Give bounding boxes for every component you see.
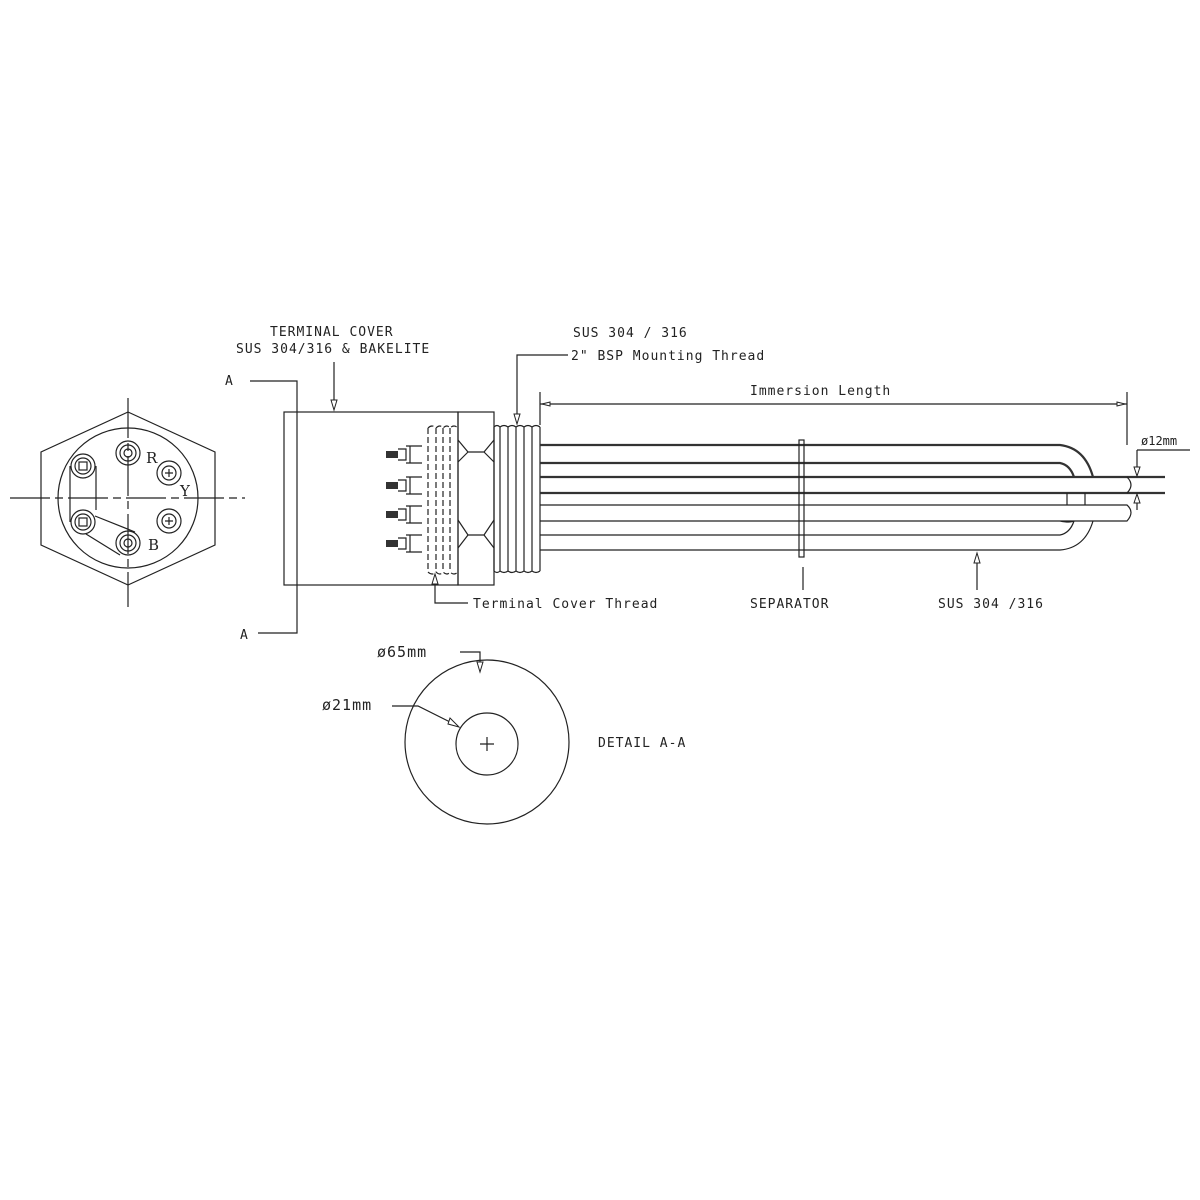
section-mark-bottom: A bbox=[240, 628, 249, 643]
terminal-stud bbox=[156, 460, 182, 486]
terminal-stud bbox=[115, 440, 141, 466]
mounting-thread bbox=[493, 424, 541, 574]
outer-diameter-label: ø65mm bbox=[377, 643, 427, 661]
terminal-cover-label: TERMINAL COVER bbox=[270, 325, 394, 340]
section-mark-top: A bbox=[225, 374, 234, 389]
heating-tubes bbox=[540, 443, 1165, 551]
terminal-bolts bbox=[386, 445, 422, 553]
end-view: R Y B bbox=[10, 398, 245, 607]
detail-outer-circle bbox=[404, 659, 570, 825]
tube-material-label: SUS 304 /316 bbox=[938, 597, 1044, 612]
terminal-studs bbox=[69, 440, 182, 556]
detail-inner-circle bbox=[455, 712, 519, 776]
bridge-links bbox=[69, 466, 136, 556]
detail-title: DETAIL A-A bbox=[598, 736, 686, 751]
terminal-cover bbox=[283, 411, 459, 586]
terminal-label-y: Y bbox=[179, 482, 191, 500]
terminal-stud bbox=[156, 508, 182, 534]
immersion-length-label: Immersion Length bbox=[750, 384, 891, 399]
terminal-stud bbox=[70, 509, 96, 535]
terminal-label-b: B bbox=[148, 536, 160, 554]
terminal-stud bbox=[70, 453, 96, 479]
hex-nut bbox=[457, 411, 495, 586]
terminal-cover-thread bbox=[427, 425, 459, 575]
flange-material-label: SUS 304 / 316 bbox=[573, 326, 688, 341]
tube-diameter-label: ø12mm bbox=[1141, 434, 1177, 448]
detail-a-a: ø65mm ø21mm DETAIL A-A bbox=[322, 643, 686, 825]
side-view bbox=[283, 411, 1165, 586]
inner-diameter-label: ø21mm bbox=[322, 696, 372, 714]
separator-label: SEPARATOR bbox=[750, 597, 829, 612]
section-line: A A bbox=[225, 374, 298, 643]
terminal-stud bbox=[115, 530, 141, 556]
terminal-cover-material-label: SUS 304/316 & BAKELITE bbox=[236, 342, 430, 357]
mounting-thread-label: 2" BSP Mounting Thread bbox=[571, 349, 765, 364]
separator-plate bbox=[798, 439, 805, 558]
terminal-label-r: R bbox=[146, 449, 158, 467]
terminal-cover-thread-label: Terminal Cover Thread bbox=[473, 597, 658, 612]
annotations: TERMINAL COVER SUS 304/316 & BAKELITE SU… bbox=[236, 325, 1190, 612]
